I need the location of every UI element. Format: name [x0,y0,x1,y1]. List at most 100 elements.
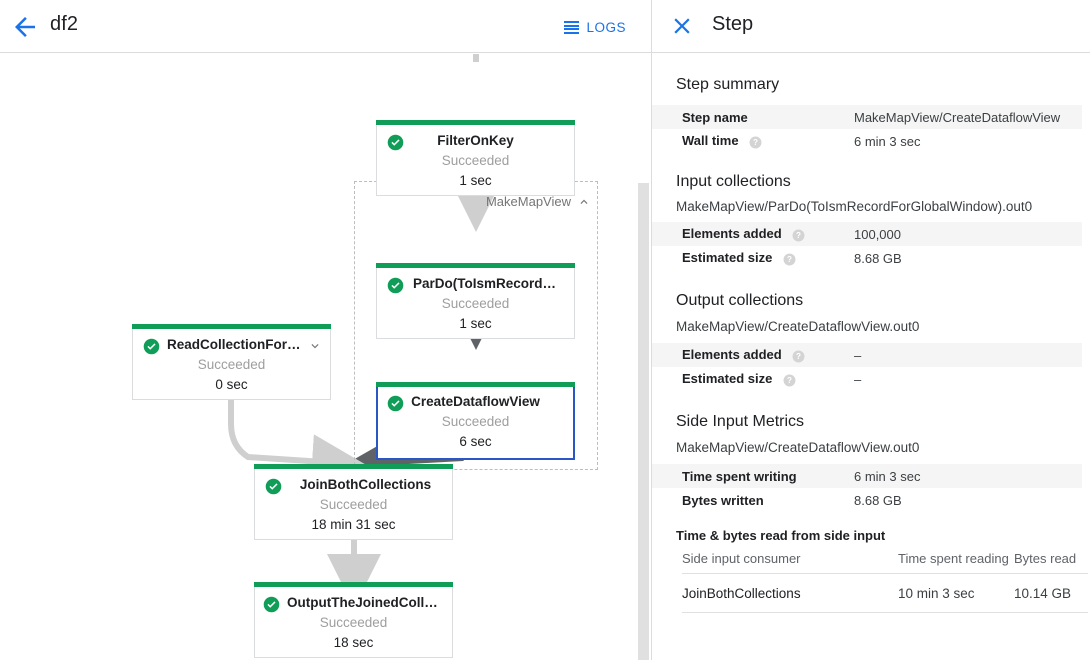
row-key: Estimated size ? [652,367,854,391]
table-row[interactable]: JoinBothCollections 10 min 3 sec 10.14 G… [682,573,1088,613]
panel-divider [651,0,652,660]
table-row: Bytes written 8.68 GB [652,488,1082,512]
node-status-bar [254,464,453,469]
svg-text:?: ? [796,231,801,240]
section-heading-side-input-metrics: Side Input Metrics [676,413,805,430]
input-collection-name: MakeMapView/ParDo(ToIsmRecordForGlobalWi… [676,199,1033,214]
logs-button[interactable]: LOGS [564,14,626,40]
row-key: Wall time ? [652,129,854,153]
graph-node-filteronkey[interactable]: FilterOnKey Succeeded 1 sec [376,120,575,196]
table-row: Estimated size ? – [652,367,1082,391]
close-icon[interactable] [669,13,695,39]
svg-text:?: ? [787,376,792,385]
help-icon[interactable]: ? [792,350,805,363]
success-check-icon [265,478,282,495]
graph-node-joinbothcollections[interactable]: JoinBothCollections Succeeded 18 min 31 … [254,464,453,540]
job-header: df2 LOGS [0,0,651,53]
side-input-metrics-table: Time spent writing 6 min 3 sec Bytes wri… [652,464,1082,512]
row-key: Elements added ? [652,343,854,367]
help-icon[interactable]: ? [783,374,796,387]
side-input-collection-name: MakeMapView/CreateDataflowView.out0 [676,440,920,455]
row-key-label: Estimated size [682,250,773,266]
chevron-down-icon[interactable] [308,339,322,353]
output-collection-name: MakeMapView/CreateDataflowView.out0 [676,319,920,334]
node-title: ParDo(ToIsmRecordFor… [413,276,574,291]
node-status-bar [376,382,575,387]
row-value: 100,000 [854,226,901,242]
cell-consumer: JoinBothCollections [682,573,898,613]
output-collections-table: Elements added ? – Estimated size [652,343,1082,391]
table-row: Time spent writing 6 min 3 sec [652,464,1082,488]
node-title: JoinBothCollections [299,477,432,492]
table-row: Elements added ? 100,000 [652,222,1082,246]
help-icon[interactable]: ? [783,253,796,266]
row-key: Elements added ? [652,222,854,246]
input-collections-table: Elements added ? 100,000 Estimated size [652,222,1082,270]
node-status: Succeeded [441,414,510,429]
row-key-label: Estimated size [682,371,773,387]
table-row: Elements added ? – [652,343,1082,367]
svg-text:?: ? [796,352,801,361]
step-summary-table: Step name MakeMapView/CreateDataflowView… [652,105,1082,153]
cell-time-spent-reading: 10 min 3 sec [898,573,1014,613]
node-title: CreateDataflowView [411,394,540,409]
table-row: Estimated size ? 8.68 GB [652,246,1082,270]
row-key-label: Elements added [682,347,782,363]
row-key-label: Elements added [682,226,782,242]
graph-node-readcollectionforjoin[interactable]: ReadCollectionForJoin Succeeded 0 sec [132,324,331,400]
row-key: Time spent writing [682,468,797,484]
logs-label: LOGS [586,19,626,35]
cell-bytes-read: 10.14 GB [1014,573,1088,613]
row-key: Bytes written [682,492,764,508]
node-status-bar [132,324,331,329]
back-arrow-icon[interactable] [10,12,40,42]
node-time: 6 sec [459,434,492,449]
node-title: FilterOnKey [437,133,514,148]
column-header-time-spent-reading: Time spent reading [898,551,1014,574]
help-icon[interactable]: ? [792,229,805,242]
node-status-bar [376,263,575,268]
node-status: Succeeded [441,296,510,311]
table-row: Step name MakeMapView/CreateDataflowView [652,105,1082,129]
node-title: ReadCollectionForJoin [167,337,315,352]
node-time: 18 sec [333,635,374,650]
row-key: Step name [682,109,748,125]
graph-node-outputthejoinedcollec[interactable]: OutputTheJoinedCollec… Succeeded 18 sec [254,582,453,658]
row-value: – [854,371,862,387]
row-value: 6 min 3 sec [854,468,921,484]
node-time: 18 min 31 sec [311,517,396,532]
node-status: Succeeded [319,615,388,630]
node-status: Succeeded [319,497,388,512]
success-check-icon [263,596,280,613]
svg-text:?: ? [753,138,758,147]
section-heading-input-collections: Input collections [676,173,791,190]
column-header-bytes-read: Bytes read [1014,551,1088,574]
side-input-consumer-table: Side input consumer Time spent reading B… [682,551,1088,613]
section-heading-output-collections: Output collections [676,292,804,309]
row-value: 6 min 3 sec [854,133,921,149]
section-heading-step-summary: Step summary [676,76,780,93]
graph-scrollbar-thumb[interactable] [638,183,649,660]
page-title: df2 [50,13,79,35]
row-key: Estimated size ? [652,246,854,270]
hamburger-icon [564,21,580,34]
node-status: Succeeded [197,357,266,372]
step-panel-header: Step [652,0,1090,53]
node-time: 0 sec [215,377,248,392]
row-value: 8.68 GB [854,492,902,508]
step-panel-title: Step [712,13,754,35]
help-icon[interactable]: ? [749,136,762,149]
job-graph-canvas[interactable]: MakeMapView FilterOnKey Succeeded [0,54,651,660]
node-status-bar [376,120,575,125]
node-status: Succeeded [441,153,510,168]
graph-node-createdataflowview[interactable]: CreateDataflowView Succeeded 6 sec [376,382,575,460]
svg-text:?: ? [787,255,792,264]
graph-node-pardo-toismrecordfor[interactable]: ParDo(ToIsmRecordFor… Succeeded 1 sec [376,263,575,339]
row-value: 8.68 GB [854,250,902,266]
success-check-icon [387,395,404,412]
step-panel-body[interactable]: Step summary Step name MakeMapView/Creat… [652,54,1090,660]
chevron-up-icon[interactable] [577,195,591,209]
node-time: 1 sec [459,316,492,331]
node-time: 1 sec [459,173,492,188]
